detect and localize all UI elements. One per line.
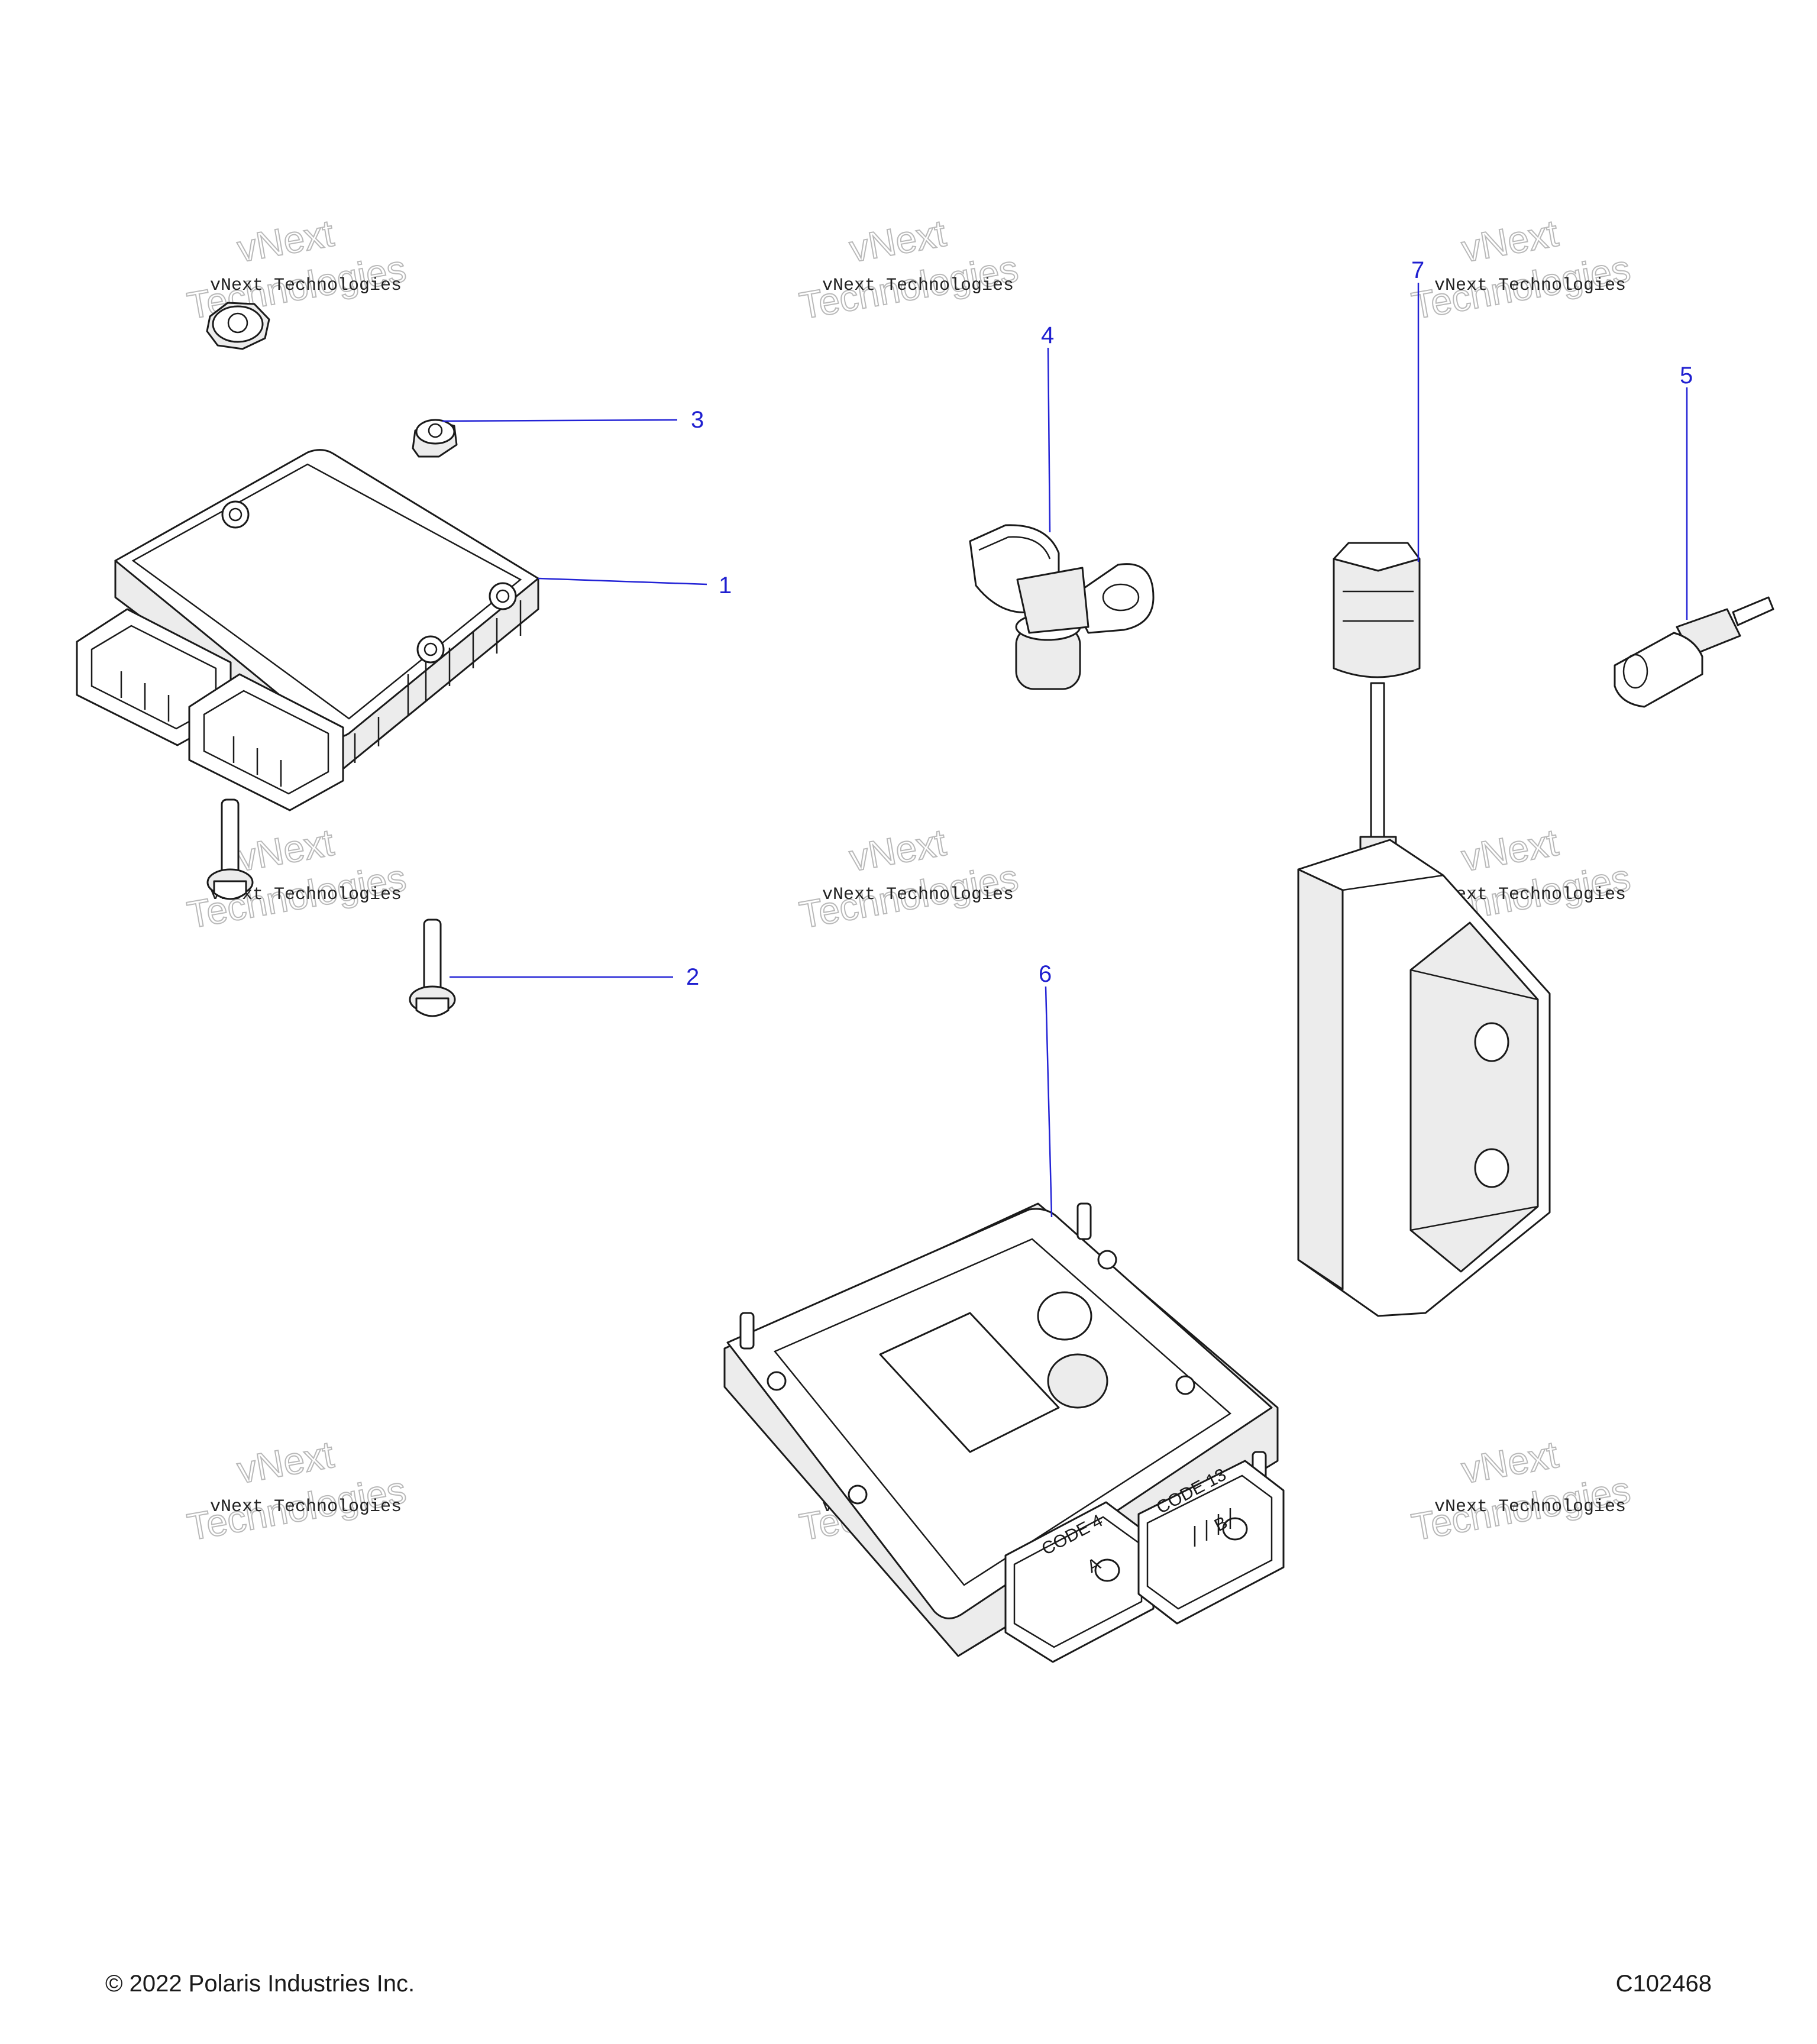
watermark-text: vNext Technologies	[1434, 1497, 1626, 1517]
watermark-text: vNext Technologies	[210, 1497, 402, 1517]
flange-nut-loose	[206, 302, 270, 350]
watermark: vNext Technologies vNext Technologies	[183, 1432, 409, 1550]
callout-numbers: 1 2 3 4 5 6 7	[686, 257, 1693, 990]
flange-nut	[412, 419, 458, 458]
leader-line-3	[442, 419, 678, 422]
copyright-notice: © 2022 Polaris Industries Inc.	[105, 1971, 415, 1997]
watermark: vNext Technologies vNext Technologies	[796, 211, 1021, 328]
callout-6: 6	[1039, 961, 1052, 987]
watermark-text: vNext Technologies	[1434, 276, 1626, 296]
position-sensor	[969, 524, 1155, 690]
callout-3: 3	[691, 407, 704, 433]
callout-4: 4	[1041, 322, 1054, 348]
watermark: vNext Technologies vNext Technologies	[796, 820, 1021, 937]
callout-7: 7	[1411, 257, 1424, 283]
callout-5: 5	[1680, 363, 1693, 389]
voltage-regulator	[76, 449, 539, 811]
leader-line-6	[1045, 986, 1053, 1218]
flange-bolt	[409, 918, 456, 1017]
temperature-sensor	[1614, 596, 1774, 708]
watermark: vNext Technologies vNext Technologies	[1408, 211, 1634, 328]
leader-lines	[442, 283, 1688, 1218]
callout-1: 1	[719, 573, 732, 599]
drawing-code: C102468	[1615, 1971, 1712, 1997]
watermark-text: vNext Technologies	[822, 276, 1014, 296]
watermark-text: vNext Technologies	[210, 276, 402, 296]
callout-2: 2	[686, 964, 699, 990]
gps-module	[1297, 542, 1551, 1317]
flange-bolt	[206, 798, 254, 900]
engine-control-unit	[723, 1202, 1285, 1663]
watermark: vNext Technologies vNext Technologies	[183, 211, 409, 328]
watermark-text: vNext Technologies	[822, 885, 1014, 905]
watermark: vNext Technologies vNext Technologies	[1408, 1432, 1634, 1550]
leader-line-4	[1047, 347, 1051, 533]
leader-line-1	[538, 577, 707, 586]
